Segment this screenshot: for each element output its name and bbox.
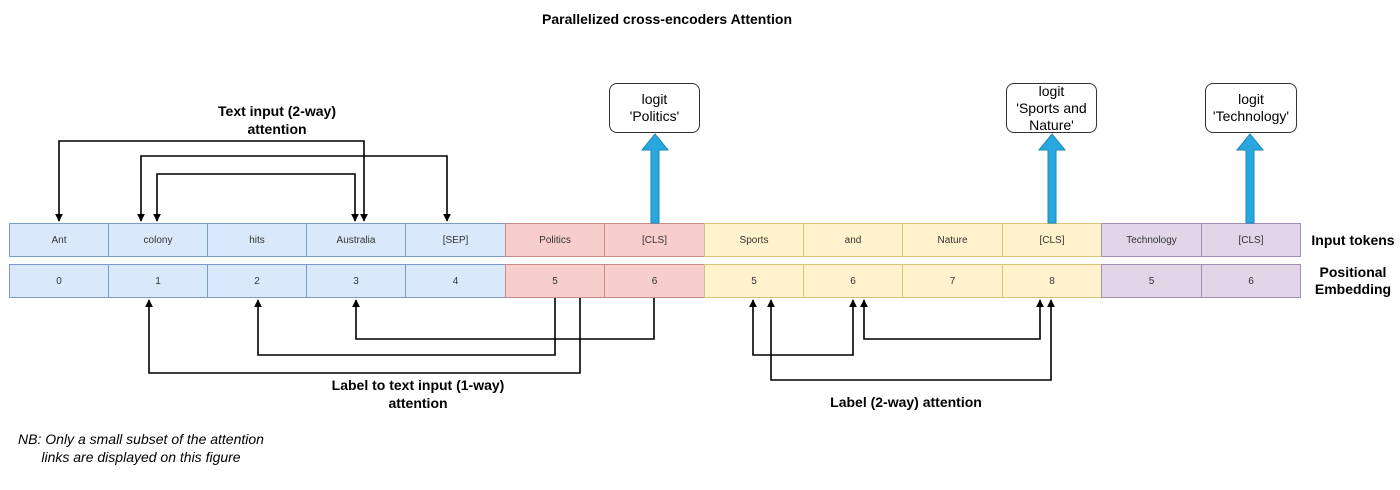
label-attention-sports-and — [749, 299, 857, 356]
footnote-line2: links are displayed on this figure — [41, 449, 241, 465]
token-cell-technology: Technology — [1101, 223, 1202, 257]
logit-sports-line1: logit — [1038, 82, 1065, 99]
text-two-way-line2: attention — [247, 121, 307, 137]
position-cell-1: 1 — [108, 264, 208, 298]
position-cell-6-technology: 6 — [1201, 264, 1301, 298]
diagram-title: Parallelized cross-encoders Attention — [542, 11, 792, 27]
logit-box-politics: logit 'Politics' — [609, 83, 700, 133]
text-attention-colony-australia — [153, 173, 359, 222]
label-to-text-politics-hits — [254, 298, 556, 356]
position-cell-5-technology: 5 — [1101, 264, 1202, 298]
logit-box-technology: logit 'Technology' — [1205, 83, 1297, 133]
position-cell-5-sports: 5 — [704, 264, 804, 298]
position-cell-8-sports: 8 — [1002, 264, 1102, 298]
position-cell-0: 0 — [9, 264, 109, 298]
row-label-positional-line2: Embedding — [1314, 281, 1392, 297]
text-two-way-line1: Text input (2-way) — [218, 103, 336, 119]
logit-sports-line2: 'Sports and — [1016, 99, 1087, 116]
label-to-text-cls-australia — [352, 298, 655, 340]
label-label-two-way-attention: Label (2-way) attention — [830, 394, 982, 410]
row-label-positional-embedding: Positional Embedding — [1306, 264, 1400, 298]
footnote-line1: NB: Only a small subset of the attention — [18, 431, 264, 447]
row-label-positional-line1: Positional — [1319, 264, 1387, 280]
position-cell-3: 3 — [306, 264, 406, 298]
logit-technology-line2: 'Technology' — [1212, 108, 1290, 124]
label-attention-and-cls — [860, 299, 1044, 340]
token-cell-colony: colony — [108, 223, 208, 257]
token-cell-cls-technology: [CLS] — [1201, 223, 1301, 257]
position-cell-4: 4 — [405, 264, 506, 298]
logit-arrow-sports-nature — [1037, 133, 1067, 224]
label-to-text-line2: attention — [388, 395, 448, 411]
logit-politics-line2: 'Politics' — [629, 108, 680, 124]
position-cell-7-sports: 7 — [902, 264, 1003, 298]
logit-arrow-politics — [640, 133, 670, 224]
text-attention-ant-australia — [55, 140, 368, 222]
token-cell-nature: Nature — [902, 223, 1003, 257]
position-cell-6-politics: 6 — [604, 264, 705, 298]
logit-box-sports-nature: logit 'Sports and Nature' — [1006, 83, 1097, 133]
footnote: NB: Only a small subset of the attention… — [10, 430, 272, 466]
text-attention-colony-sep — [137, 155, 451, 222]
label-to-text-line1: Label to text input (1-way) — [331, 377, 505, 393]
logit-arrow-technology — [1235, 133, 1265, 224]
logit-sports-line3: Nature' — [1029, 116, 1074, 133]
row-label-input-tokens: Input tokens — [1311, 232, 1395, 248]
token-cell-cls-politics: [CLS] — [604, 223, 705, 257]
token-cell-hits: hits — [207, 223, 307, 257]
position-cell-5-politics: 5 — [505, 264, 605, 298]
label-label-to-text-attention: Label to text input (1-way) attention — [308, 376, 528, 412]
label-text-two-way-attention: Text input (2-way) attention — [187, 102, 367, 138]
token-cell-sep: [SEP] — [405, 223, 506, 257]
token-cell-cls-sports: [CLS] — [1002, 223, 1102, 257]
label-to-text-politics-colony — [145, 298, 581, 374]
token-cell-australia: Australia — [306, 223, 406, 257]
token-cell-and: and — [803, 223, 903, 257]
logit-politics-line1: logit — [641, 91, 668, 107]
token-cell-politics: Politics — [505, 223, 605, 257]
position-cell-2: 2 — [207, 264, 307, 298]
logit-technology-line1: logit — [1238, 91, 1264, 107]
label-attention-sports-cls — [767, 299, 1055, 381]
